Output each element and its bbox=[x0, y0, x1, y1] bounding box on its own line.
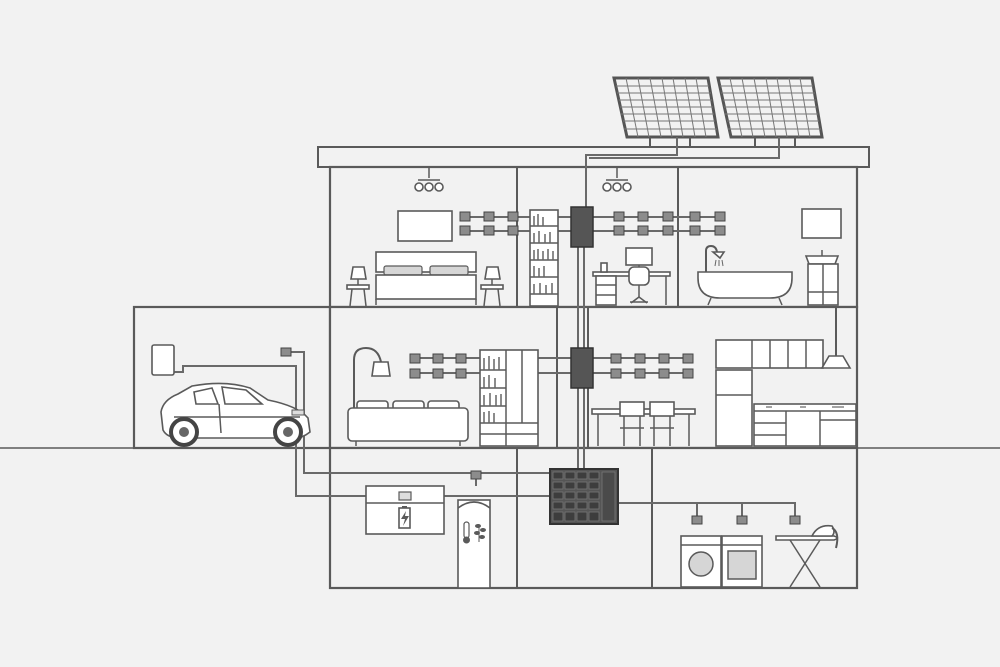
solar-panel-icon bbox=[612, 76, 720, 147]
mirror bbox=[801, 208, 842, 239]
office-chair bbox=[628, 266, 650, 304]
bathtub bbox=[697, 244, 793, 306]
bedside-lamp-right bbox=[480, 266, 504, 307]
car-icon bbox=[160, 382, 311, 447]
bedroom bbox=[346, 167, 504, 307]
upper-cabinets bbox=[715, 339, 824, 369]
wall-picture bbox=[397, 210, 453, 242]
ceiling-lamp-icon bbox=[602, 167, 632, 192]
garage-contents bbox=[151, 344, 311, 447]
thermometer-icon bbox=[463, 521, 470, 544]
range-hood bbox=[820, 307, 852, 369]
kitchen bbox=[591, 307, 857, 447]
solar-panel-icon bbox=[716, 76, 824, 147]
shelf-cabinet bbox=[479, 349, 539, 447]
bed bbox=[375, 251, 477, 305]
heat-storage-tank bbox=[457, 499, 491, 589]
dryer bbox=[721, 535, 763, 588]
upper-floor-sockets bbox=[459, 211, 726, 236]
wallbox-charger-icon bbox=[151, 344, 175, 376]
bedside-lamp-left bbox=[346, 266, 370, 307]
sofa bbox=[347, 400, 469, 446]
ceiling-lamp-icon bbox=[414, 167, 444, 192]
distribution-box-ground bbox=[570, 347, 594, 389]
solar-panels bbox=[612, 76, 824, 147]
ironing-board bbox=[775, 524, 839, 588]
sink-cabinet bbox=[804, 250, 840, 306]
ground-floor-sockets bbox=[409, 353, 694, 379]
desk-with-monitor bbox=[592, 247, 671, 306]
lightning-bolt-icon bbox=[398, 506, 411, 529]
living-room bbox=[347, 346, 539, 447]
leaf-icon bbox=[474, 524, 486, 542]
fridge bbox=[715, 369, 753, 447]
basement-contents bbox=[365, 468, 839, 589]
bookshelf bbox=[529, 209, 559, 307]
study bbox=[529, 167, 671, 307]
bathroom bbox=[697, 208, 842, 306]
dining-chair bbox=[649, 401, 675, 446]
dining-table bbox=[591, 401, 696, 446]
washing-machine bbox=[680, 535, 722, 588]
kitchen-counter bbox=[753, 403, 857, 447]
distribution-box-upper bbox=[570, 206, 594, 248]
home-battery bbox=[365, 485, 445, 535]
floor-lamp bbox=[353, 346, 391, 440]
energy-manager-panel bbox=[549, 468, 619, 525]
dining-chair bbox=[619, 401, 645, 446]
